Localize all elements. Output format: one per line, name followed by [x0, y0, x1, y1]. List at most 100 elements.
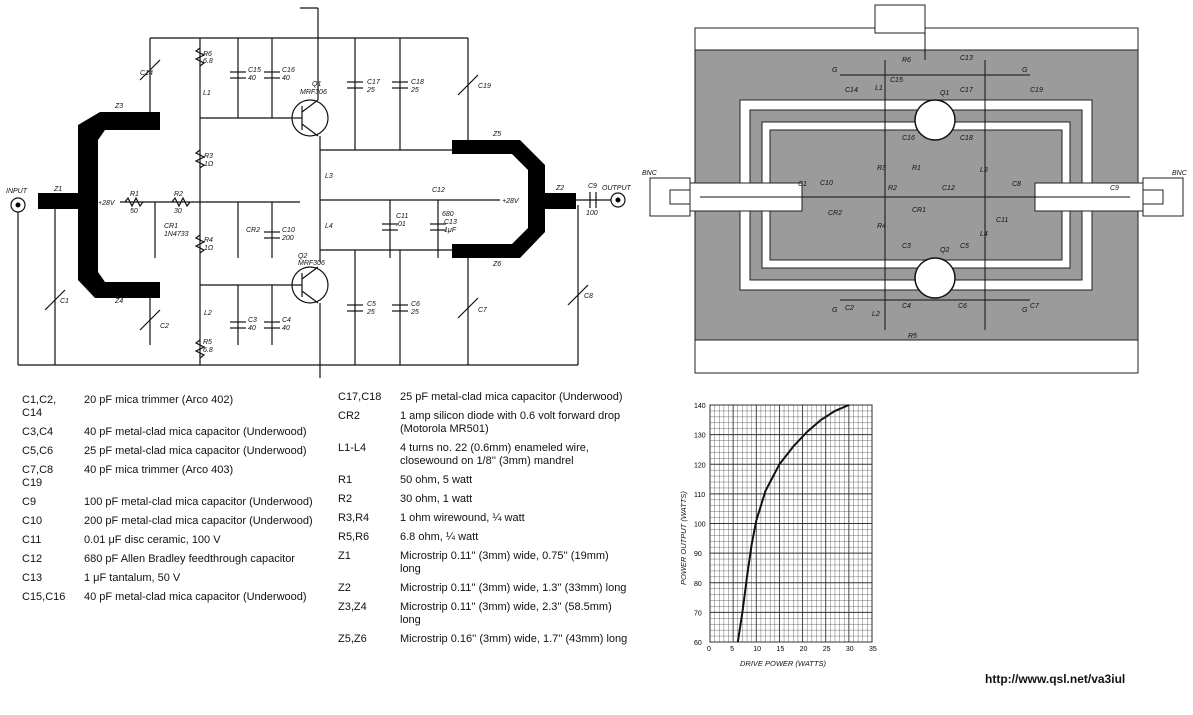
- x-axis-label: DRIVE POWER (WATTS): [740, 659, 826, 668]
- part-description: 1 μF tantalum, 50 V: [84, 572, 181, 584]
- part-description: 40 pF mica trimmer (Arco 403): [84, 464, 234, 476]
- part-ref: C5,C6: [22, 445, 54, 457]
- pcb-label: C16: [902, 135, 915, 142]
- schem-label: +28V: [98, 200, 116, 207]
- part-description: 6.8 ohm, ¼ watt: [400, 531, 479, 543]
- schem-label: 200: [281, 235, 294, 242]
- pcb-label: L1: [875, 85, 883, 92]
- graph-grid: [709, 404, 873, 643]
- part-description: 40 pF metal-clad mica capacitor (Underwo…: [84, 591, 307, 603]
- part-ref: CR2: [338, 410, 361, 422]
- part-description: 1 amp silicon diode with 0.6 volt forwar…: [400, 410, 621, 435]
- parts-row: C10 200 pF metal-clad mica capacitor (Und…: [22, 515, 322, 528]
- y-tick-label: 90: [694, 551, 702, 558]
- part-description: 25 pF metal-clad mica capacitor (Underwo…: [400, 391, 623, 403]
- schem-label: R4: [204, 237, 213, 244]
- schem-label: MRF306: [298, 260, 325, 267]
- schem-label: Q2: [298, 253, 307, 260]
- part-description: 200 pF metal-clad mica capacitor (Underw…: [84, 515, 313, 527]
- pcb-ground-label: G: [1022, 67, 1028, 74]
- schem-label: R5: [203, 339, 212, 346]
- part-ref: C7,C8 C19: [22, 464, 54, 489]
- y-tick-label: 100: [694, 522, 706, 529]
- schem-label: C14: [140, 70, 153, 77]
- pcb-label: C11: [996, 217, 1008, 224]
- part-description: 4 turns no. 22 (0.6mm) enameled wire, cl…: [400, 442, 589, 467]
- schem-label: MRF306: [300, 89, 327, 96]
- schem-label: L4: [325, 223, 333, 230]
- part-ref: Z2: [338, 582, 351, 594]
- y-axis-label: POWER OUTPUT (WATTS): [679, 491, 688, 585]
- y-tick-label: 140: [694, 403, 706, 410]
- pcb-label: C9: [1110, 185, 1119, 192]
- schem-label: 25: [410, 87, 419, 94]
- schem-label: C17: [367, 79, 381, 86]
- pcb-label: C18: [960, 135, 973, 142]
- schem-label: C13: [444, 219, 457, 226]
- schem-label: 1Ω: [204, 245, 214, 252]
- parts-row: Z3,Z4 Microstrip 0.11'' (3mm) wide, 2.3''…: [338, 601, 628, 627]
- pcb-label: C14: [845, 87, 858, 94]
- part-description: 20 pF mica trimmer (Arco 402): [84, 394, 234, 406]
- schem-label: R3: [204, 153, 213, 160]
- part-ref: C17,C18: [338, 391, 382, 403]
- schem-label: 40: [248, 75, 256, 82]
- schem-label: 1Ω: [204, 161, 214, 168]
- part-ref: C12: [22, 553, 43, 565]
- schem-label: C11: [396, 213, 408, 220]
- schem-label: Z6: [492, 261, 501, 268]
- part-ref: R5,R6: [338, 531, 370, 543]
- schem-label: OUTPUT: [602, 185, 632, 192]
- x-tick-label: 25: [823, 646, 831, 653]
- power-curve-line: [736, 404, 850, 643]
- schem-label: L2: [204, 310, 212, 317]
- part-ref: C1,C2, C14: [22, 394, 57, 419]
- part-description: 25 pF metal-clad mica capacitor (Underwo…: [84, 445, 307, 457]
- pcb-label: R3: [877, 165, 886, 172]
- schem-label: C3: [248, 317, 257, 324]
- schem-label: L1: [203, 90, 211, 97]
- schem-label: L3: [325, 173, 333, 180]
- schem-label: 25: [366, 309, 375, 316]
- parts-row: R5,R6 6.8 ohm, ¼ watt: [338, 531, 628, 544]
- part-description: 50 ohm, 5 watt: [400, 474, 473, 486]
- schem-label: 6.8: [203, 347, 213, 354]
- schem-label: 30: [174, 208, 182, 215]
- pcb-label: R1: [912, 165, 921, 172]
- pcb-label: C15: [890, 77, 903, 84]
- schem-label: 1μF: [444, 227, 457, 234]
- part-description: 680 pF Allen Bradley feedthrough capacit…: [84, 553, 295, 565]
- parts-list-right: C17,C18 25 pF metal-clad mica capacitor (…: [338, 391, 628, 652]
- part-ref: C3,C4: [22, 426, 54, 438]
- schem-label: C12: [432, 187, 445, 194]
- parts-row: C7,C8 C19 40 pF mica trimmer (Arco 403): [22, 464, 322, 490]
- pcb-label: BNC: [642, 170, 658, 177]
- schem-label: C7: [478, 307, 488, 314]
- schem-label: 680: [442, 211, 454, 218]
- schem-label: +28V: [502, 198, 520, 205]
- part-ref: C10: [22, 515, 43, 527]
- schem-label: INPUT: [6, 188, 28, 195]
- part-ref: Z3,Z4: [338, 601, 367, 613]
- schem-label: 40: [282, 75, 290, 82]
- parts-list-left: C1,C2, C14 20 pF mica trimmer (Arco 402) C…: [22, 394, 322, 610]
- parts-row: C17,C18 25 pF metal-clad mica capacitor (…: [338, 391, 628, 404]
- pcb-label: C17: [960, 87, 974, 94]
- y-tick-label: 120: [694, 462, 706, 469]
- schem-label: C8: [584, 293, 593, 300]
- schem-label: 25: [366, 87, 375, 94]
- part-description: Microstrip 0.11'' (3mm) wide, 2.3'' (58.…: [400, 601, 612, 626]
- pcb-label: C19: [1030, 87, 1043, 94]
- y-tick-label: 60: [694, 640, 702, 647]
- part-ref: C9: [22, 496, 37, 508]
- pcb-label: R6: [902, 57, 911, 64]
- part-ref: Z5,Z6: [338, 633, 367, 645]
